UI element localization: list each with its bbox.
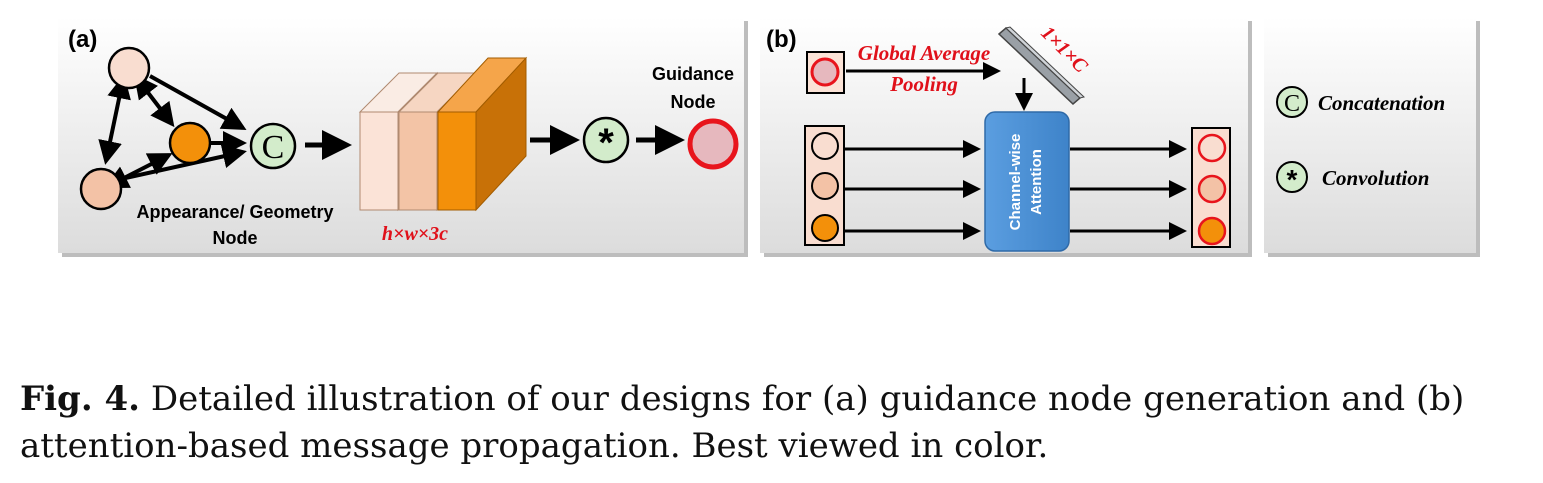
pooling-label-line2: Pooling [889, 72, 958, 96]
input-node-2 [811, 172, 839, 200]
legend-background [1264, 17, 1476, 253]
output-arrows [1070, 140, 1187, 240]
attention-label-line1: Channel-wise [1007, 134, 1024, 231]
graph-node-orange [168, 121, 212, 165]
output-node-1 [1197, 133, 1227, 163]
feature-blocks [358, 56, 528, 212]
input-node-1 [811, 132, 839, 160]
pooling-input-node [810, 57, 840, 87]
caption-text: Detailed illustration of our designs for… [20, 379, 1465, 466]
method-figure: (a) C Appearance/ Geometry Node [58, 17, 1480, 257]
graph-node-top [107, 46, 151, 90]
panel-a-label: (a) [68, 26, 97, 53]
convolution-node [582, 116, 630, 164]
feature-dims-label: h×w×3c [382, 223, 448, 245]
legend-panel: C Concatenation * Convolution [1264, 17, 1480, 257]
guidance-label-line2: Node [671, 92, 716, 112]
node-label-line2: Node [213, 228, 258, 248]
legend-concatenation-icon [1276, 86, 1308, 118]
feature-block-1 [359, 111, 399, 211]
pooling-label-line1: Global Average [858, 41, 990, 65]
graph-edges [98, 74, 247, 189]
channel-attention-block [984, 111, 1070, 252]
concatenation-node [249, 122, 297, 170]
panel-a: (a) C Appearance/ Geometry Node [58, 17, 748, 257]
legend-concatenation-symbol: C [1284, 91, 1300, 117]
graph-node-bottom [79, 167, 123, 211]
output-node-2 [1197, 174, 1227, 204]
feature-block-2 [398, 111, 438, 211]
legend-convolution-symbol: * [1287, 164, 1298, 195]
guidance-node [687, 118, 739, 170]
convolution-symbol: * [598, 121, 614, 165]
caption-label: Fig. 4. [20, 379, 140, 419]
panel-b: (b) Global Average Pooling 1×1×C Channel… [760, 17, 1252, 257]
guidance-label-line1: Guidance [652, 64, 734, 84]
node-label-line1: Appearance/ Geometry [136, 202, 333, 222]
attention-label-line2: Attention [1028, 149, 1045, 215]
panel-b-label: (b) [766, 26, 797, 53]
output-node-3 [1197, 216, 1227, 246]
feature-block-3 [437, 111, 477, 211]
figure-caption: Fig. 4. Detailed illustration of our des… [20, 376, 1530, 470]
legend-concatenation-label: Concatenation [1318, 91, 1445, 115]
input-node-3 [811, 214, 839, 242]
legend-convolution-icon [1276, 161, 1308, 193]
legend-convolution-label: Convolution [1322, 166, 1429, 190]
input-arrows [845, 140, 981, 240]
concatenation-symbol: C [262, 129, 285, 166]
